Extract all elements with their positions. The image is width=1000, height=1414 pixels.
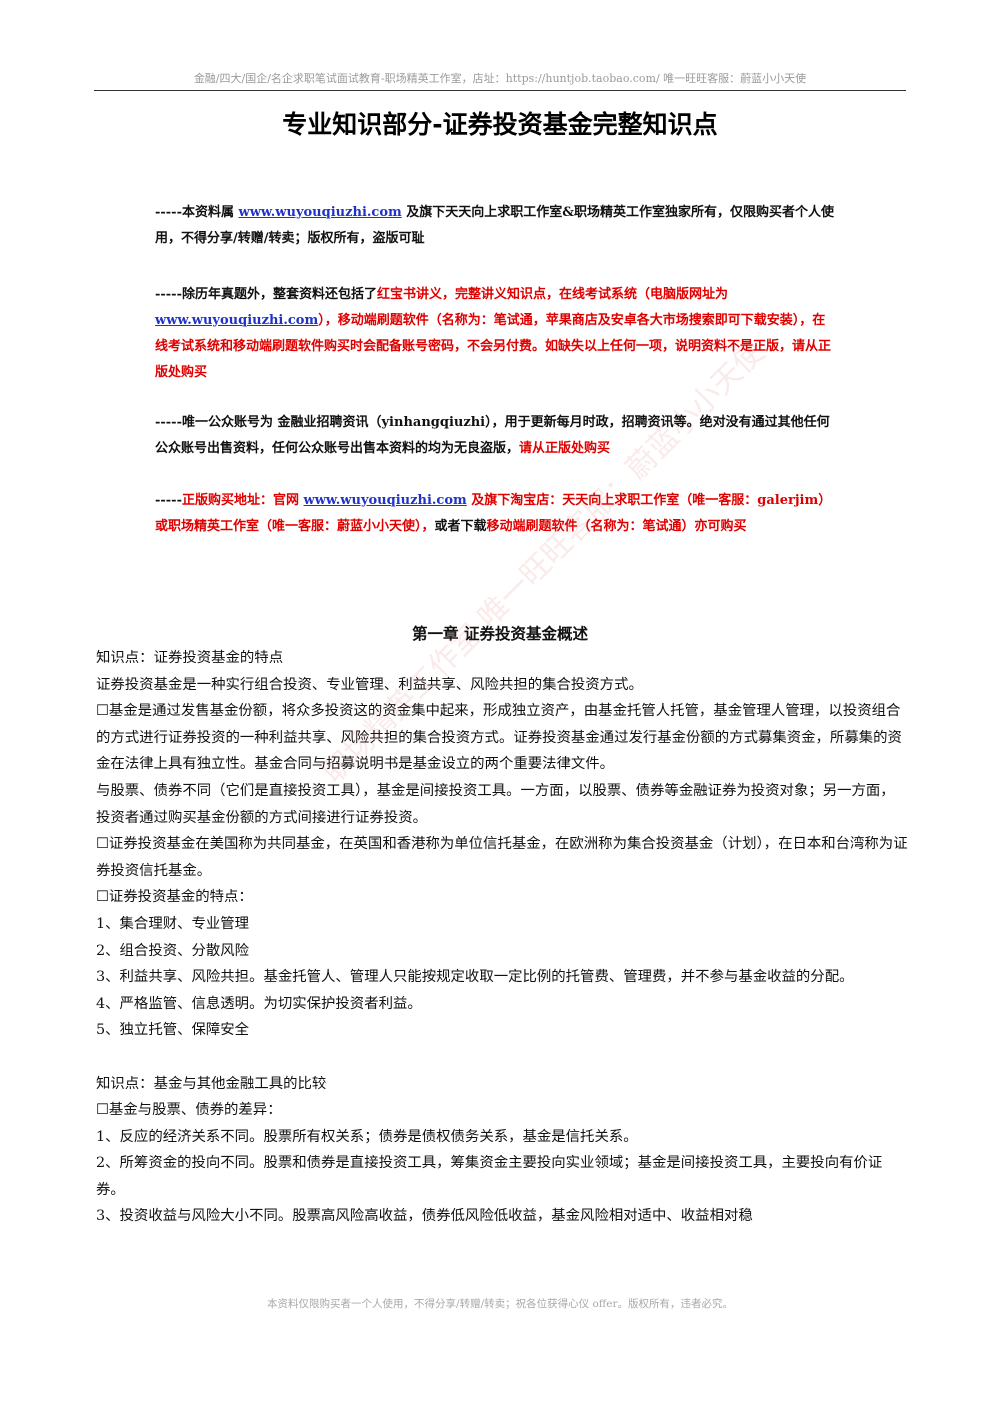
notice-ownership: -----本资料属 www.wuyouqiuzhi.com 及旗下天天向上求职工… bbox=[155, 200, 835, 252]
notice-text: -----本资料属 bbox=[155, 205, 239, 220]
page-header: 金融/四大/国企/名企求职笔试面试教育-职场精英工作室，店址：https://h… bbox=[193, 72, 807, 85]
website-link[interactable]: www.wuyouqiuzhi.com bbox=[238, 205, 402, 220]
knowledge-point-heading: 知识点：基金与其他金融工具的比较 bbox=[96, 1075, 327, 1092]
notice-purchase: -----正版购买地址：官网 www.wuyouqiuzhi.com 及旗下淘宝… bbox=[155, 488, 835, 540]
list-item: 2、所筹资金的投向不同。股票和债券是直接投资工具，筹集资金主要投向实业领域；基金… bbox=[96, 1155, 883, 1198]
list-item: 1、集合理财、专业管理 bbox=[96, 915, 250, 932]
knowledge-point-heading: 知识点：证券投资基金的特点 bbox=[96, 650, 284, 666]
notice-public-account: -----唯一公众账号为 金融业招聘资讯（yinhangqiuzhi），用于更新… bbox=[155, 410, 835, 462]
chapter-heading: 第一章 证券投资基金概述 bbox=[412, 625, 588, 643]
body-content: 知识点：证券投资基金的特点 证券投资基金是一种实行组合投资、专业管理、利益共享、… bbox=[96, 645, 908, 1230]
paragraph: ☐基金与股票、债券的差异： bbox=[96, 1102, 282, 1119]
list-item: 2、组合投资、分散风险 bbox=[96, 942, 250, 959]
notice-highlight: 请从正版处购买 bbox=[519, 441, 611, 456]
list-item: 3、投资收益与风险大小不同。股票高风险高收益，债券低风险低收益，基金风险相对适中… bbox=[96, 1208, 753, 1225]
list-item: 1、反应的经济关系不同。股票所有权关系；债券是债权债务关系，基金是信托关系。 bbox=[96, 1128, 638, 1145]
notice-text: -----除历年真题外，整套资料还包括了 bbox=[155, 287, 377, 302]
notice-contents: -----除历年真题外，整套资料还包括了红宝书讲义，完整讲义知识点，在线考试系统… bbox=[155, 282, 835, 386]
paragraph: ☐基金是通过发售基金份额，将众多投资这的资金集中起来，形成独立资产，由基金托管人… bbox=[96, 703, 902, 773]
notice-text: -----唯一公众账号为 金融业招聘资讯（yinhangqiuzhi），用于更新… bbox=[155, 415, 830, 456]
paragraph: ☐证券投资基金的特点： bbox=[96, 889, 253, 906]
list-item: 5、独立托管、保障安全 bbox=[96, 1022, 250, 1039]
notice-highlight: 正版购买地址：官网 bbox=[181, 493, 304, 508]
notice-highlight: 红宝书讲义，完整讲义知识点，在线考试系统（电脑版网址为 bbox=[376, 287, 728, 302]
notice-text: 及旗下天天向上求职工作室&职场精英工作室独家所有，仅限购买者个人使用，不得分享/… bbox=[155, 205, 835, 246]
paragraph: 与股票、债券不同（它们是直接投资工具），基金是间接投资工具。一方面，以股票、债券… bbox=[96, 782, 895, 826]
document-title: 专业知识部分-证券投资基金完整知识点 bbox=[282, 110, 718, 139]
list-item: 3、利益共享、风险共担。基金托管人、管理人只能按规定收取一定比例的托管费、管理费… bbox=[96, 969, 854, 986]
website-link[interactable]: www.wuyouqiuzhi.com bbox=[303, 493, 467, 508]
notice-text: 或者下载 bbox=[434, 519, 487, 534]
paragraph: 证券投资基金是一种实行组合投资、专业管理、利益共享、风险共担的集合投资方式。 bbox=[96, 676, 643, 693]
website-link[interactable]: www.wuyouqiuzhi.com bbox=[155, 313, 319, 328]
list-item: 4、严格监管、信息透明。为切实保护投资者利益。 bbox=[96, 995, 422, 1012]
notice-highlight: 移动端刷题软件（名称为：笔试通）亦可购买 bbox=[486, 519, 747, 534]
page-footer: 本资料仅限购买者一个人使用，不得分享/转赠/转卖；祝各位获得心仪 offer。版… bbox=[267, 1298, 733, 1310]
paragraph: ☐证券投资基金在美国称为共同基金，在英国和香港称为单位信托基金，在欧洲称为集合投… bbox=[96, 836, 908, 879]
notice-text: ----- bbox=[155, 493, 182, 508]
header-divider bbox=[94, 90, 906, 91]
spacer bbox=[96, 1044, 908, 1071]
notice-highlight: ），移动端刷题软件（名称为：笔试通，苹果商店及安卓各大市场搜索即可下载安装），在… bbox=[155, 313, 832, 380]
notice-highlight: 及旗下淘宝店：天天向上求职工作室（唯一客服：galerjim）或职场精英工作室（… bbox=[155, 493, 832, 534]
